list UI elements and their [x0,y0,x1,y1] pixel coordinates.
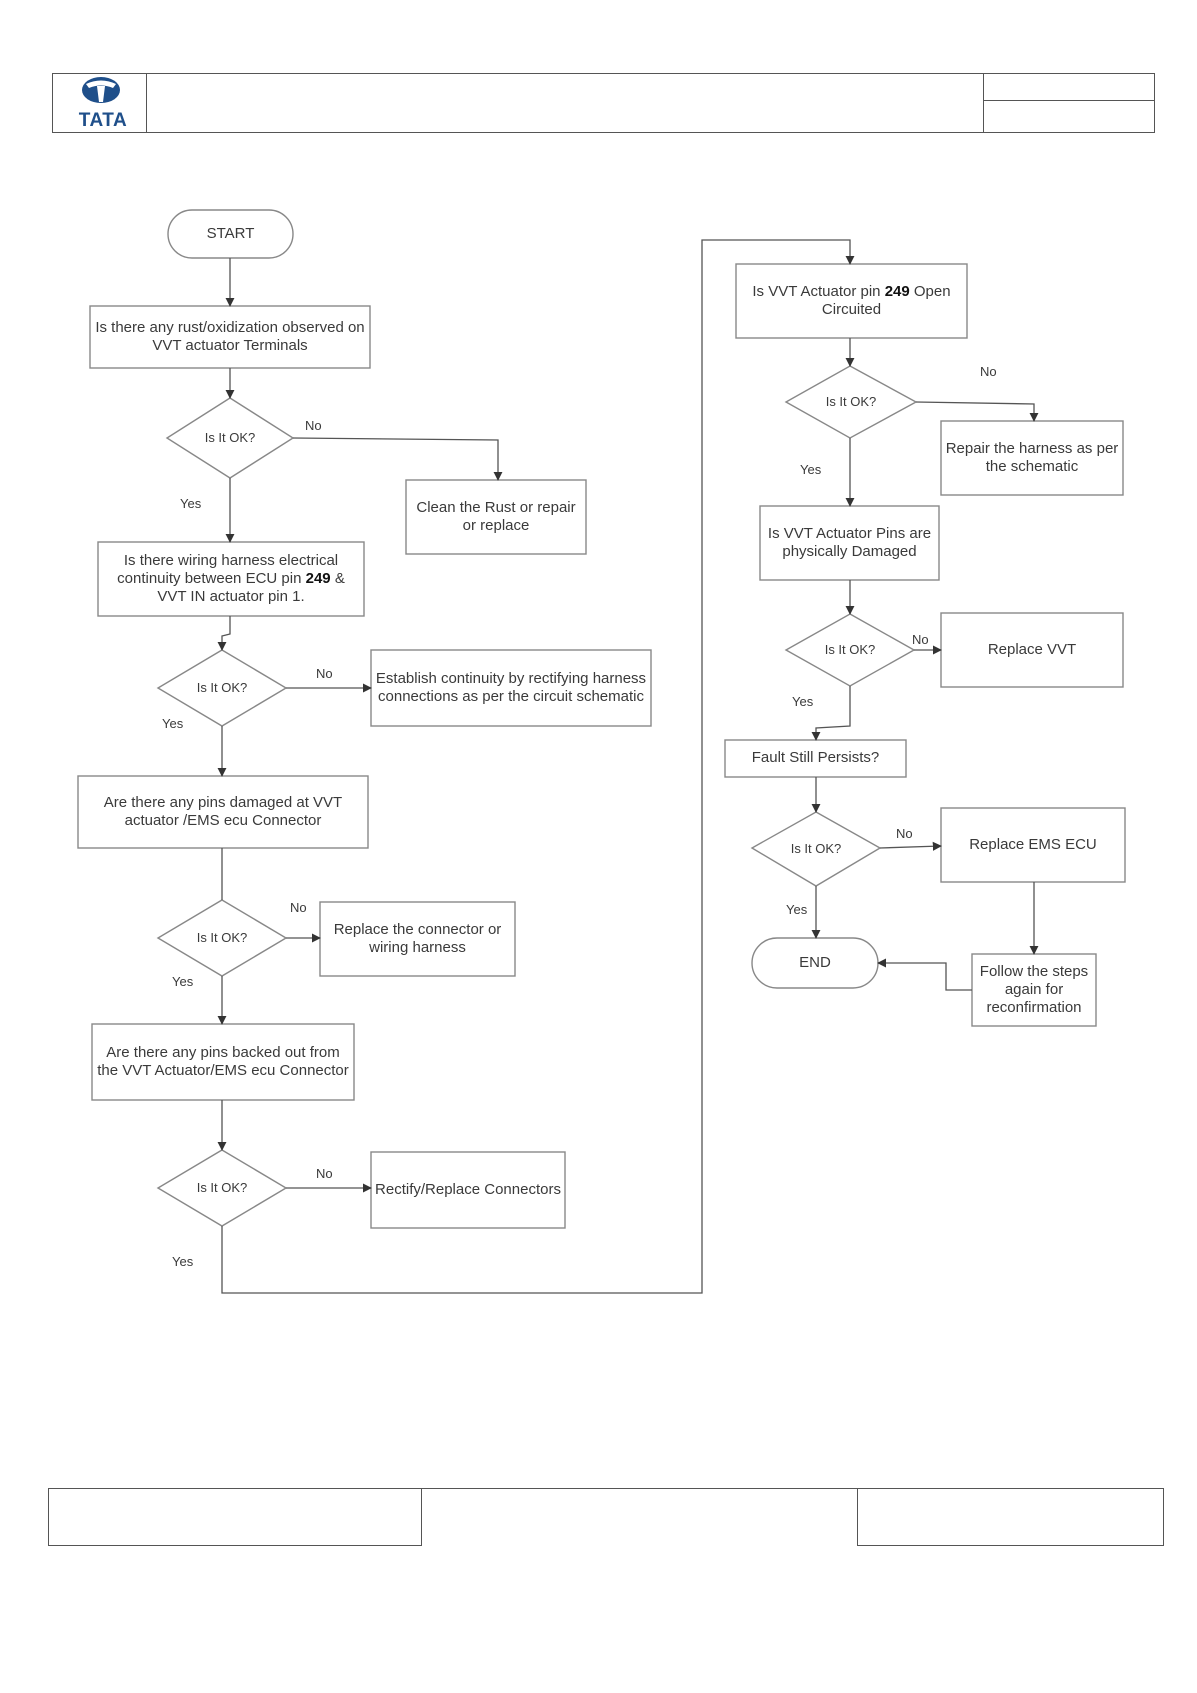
open-circuit-question-part2: Open Circuited [821,282,951,318]
d7-no-label: No [896,826,913,841]
rectify-connectors-action: Rectify/Replace Connectors [375,1180,561,1198]
d1-yes-label: Yes [180,496,202,511]
pins-damaged-question: Are there any pins damaged at VVT actuat… [103,793,343,829]
actuator-pin-number: 249 [884,282,910,300]
rust-question: Is there any rust/oxidization observed o… [95,318,365,354]
follow-steps-action: Follow the steps again for reconfirmatio… [979,962,1089,1017]
d4-yes-label: Yes [172,1254,194,1269]
connector-follow-end [877,958,972,991]
d5-no-label: No [980,364,997,379]
decision-5-label: Is It OK? [825,394,877,410]
d2-yes-label: Yes [162,716,184,731]
decision-2-label: Is It OK? [196,680,248,696]
continuity-question-part1: Is there wiring harness electrical conti… [117,551,339,587]
establish-continuity-action: Establish continuity by rectifying harne… [375,669,647,705]
repair-harness-action: Repair the harness as per the schematic [945,439,1119,475]
open-circuit-question-part1: Is VVT Actuator pin [752,282,881,300]
d6-no-label: No [912,632,929,647]
continuity-question: Is there wiring harness electrical conti… [98,542,364,616]
decision-7-label: Is It OK? [790,841,842,857]
pins-backed-question: Are there any pins backed out from the V… [97,1043,349,1079]
ecu-pin-number: 249 [305,569,331,587]
continuity-question-part2: & VVT IN actuator pin 1. [157,569,345,606]
footer-middle-cell [421,1488,858,1546]
connector-d4-yes [221,239,855,1294]
decision-6-label: Is It OK? [824,642,876,658]
d4-no-label: No [316,1166,333,1181]
d7-yes-label: Yes [786,902,808,917]
start-label: START [206,224,255,242]
connector-d7-no [879,841,942,851]
connector-d6-yes [811,686,851,741]
connector-continuity-d2 [217,616,231,651]
d1-no-label: No [305,418,322,433]
d6-yes-label: Yes [792,694,814,709]
connector-d1-no [292,437,503,481]
d3-no-label: No [290,900,307,915]
tata-logo-text: TATA [78,110,128,131]
d5-yes-label: Yes [800,462,822,477]
physical-damage-question: Is VVT Actuator Pins are physically Dama… [767,524,932,560]
decision-1-label: Is It OK? [204,430,256,446]
replace-vvt-action: Replace VVT [987,640,1077,658]
open-circuit-question: Is VVT Actuator pin 249 Open Circuited [736,264,967,338]
replace-connector-action: Replace the connector or wiring harness [333,920,502,956]
d2-no-label: No [316,666,333,681]
connector-d5-no [915,401,1039,422]
end-label: END [799,953,831,971]
clean-rust-action: Clean the Rust or repair or replace [416,498,576,534]
footer-left-cell [48,1488,422,1546]
footer-right-cell [857,1488,1164,1546]
replace-ecu-action: Replace EMS ECU [969,835,1097,853]
decision-3-label: Is It OK? [196,930,248,946]
header-rev-cell [983,100,1155,133]
d3-yes-label: Yes [172,974,194,989]
fault-persists-question: Fault Still Persists? [751,749,880,767]
decision-4-label: Is It OK? [196,1180,248,1196]
tata-logo-icon [82,77,120,103]
